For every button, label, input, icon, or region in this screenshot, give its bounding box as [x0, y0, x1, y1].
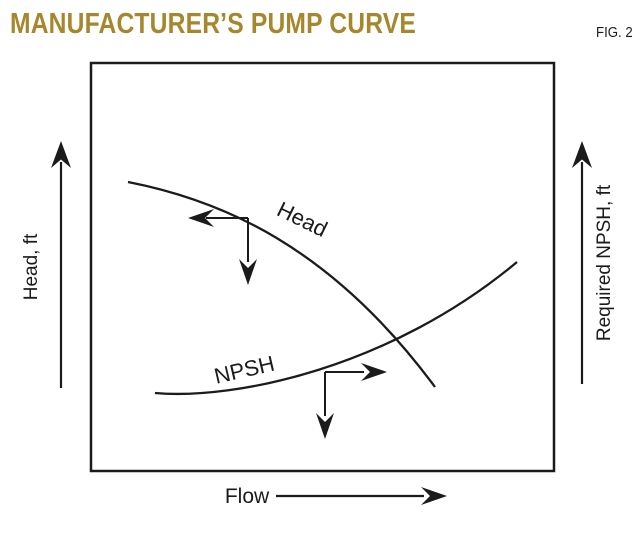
- up-arrow-icon: [572, 141, 592, 168]
- down-arrow-icon: [239, 259, 257, 285]
- left-arrow-icon: [188, 209, 214, 227]
- figure-number: FIG. 2: [596, 24, 633, 41]
- flow-axis-label: Flow: [225, 485, 270, 508]
- right-axis-label: Required NPSH, ft: [594, 184, 615, 341]
- right-arrow-icon: [361, 363, 387, 381]
- figure-title: MANUFACTURER’S PUMP CURVE: [10, 8, 416, 40]
- down-arrow-icon: [316, 413, 334, 439]
- head-curve: [127, 180, 436, 388]
- npsh-curve: [154, 261, 518, 396]
- right-arrow-icon: [421, 487, 447, 505]
- head-curve-label: Head: [273, 196, 331, 242]
- up-arrow-icon: [51, 141, 71, 168]
- plot-border: [89, 61, 556, 473]
- left-axis-label: Head, ft: [21, 233, 42, 300]
